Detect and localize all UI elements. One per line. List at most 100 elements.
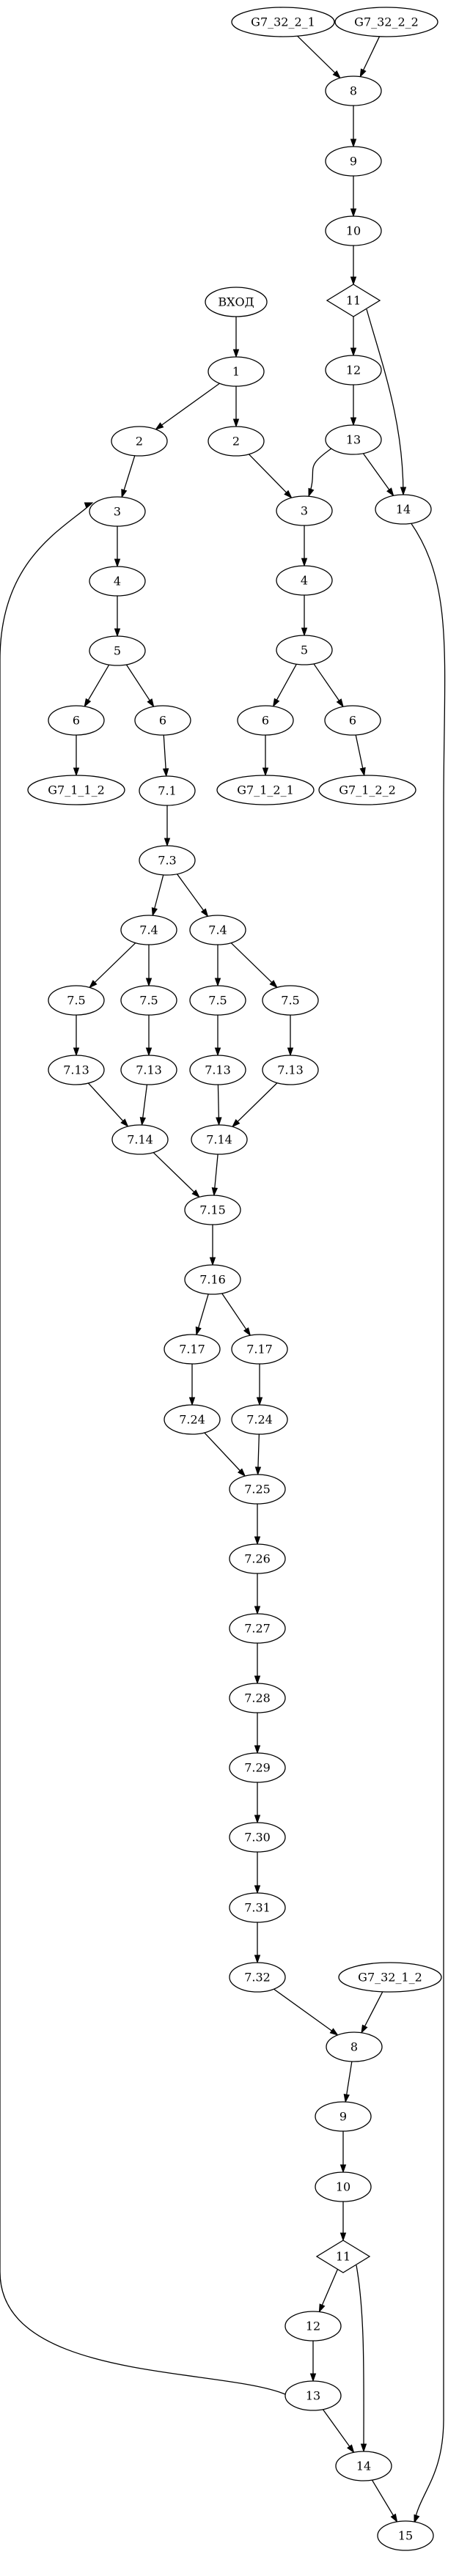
node-ellipse-shape bbox=[231, 7, 335, 37]
node-ellipse-shape bbox=[326, 2031, 383, 2062]
node-ellipse-shape bbox=[208, 426, 265, 457]
node-label: 3 bbox=[114, 505, 121, 519]
node-ellipse-shape bbox=[276, 565, 333, 596]
node-ellipse-shape bbox=[318, 775, 416, 805]
edge-arrowhead bbox=[390, 2513, 398, 2523]
edge-line bbox=[355, 734, 364, 770]
edge-arrowhead bbox=[301, 627, 308, 637]
edge-arrowhead bbox=[195, 1326, 202, 1336]
node-ellipse-shape bbox=[27, 775, 125, 805]
graph-edge bbox=[355, 734, 366, 777]
graph-node: 6 bbox=[134, 705, 191, 736]
node-ellipse-shape bbox=[229, 1474, 286, 1505]
edge-line bbox=[153, 874, 164, 909]
node-label: 7.17 bbox=[246, 1343, 273, 1357]
edge-arrowhead bbox=[254, 1536, 261, 1546]
graph-edge bbox=[155, 383, 220, 430]
graph-edge bbox=[301, 525, 308, 567]
node-ellipse-shape bbox=[89, 496, 146, 527]
node-label: 3 bbox=[301, 504, 308, 518]
node-label: 7.4 bbox=[139, 923, 158, 937]
edge-line bbox=[276, 663, 297, 701]
node-ellipse-shape bbox=[111, 1124, 169, 1155]
graph-node: G7_32_1_2 bbox=[338, 1962, 442, 1993]
graph-edge bbox=[195, 1293, 209, 1336]
edge-arrowhead bbox=[414, 2514, 420, 2524]
node-label: 11 bbox=[346, 294, 361, 308]
edge-arrowhead bbox=[339, 2164, 347, 2174]
node-ellipse-shape bbox=[120, 915, 177, 945]
edge-line bbox=[163, 734, 166, 770]
node-ellipse-shape bbox=[164, 1404, 221, 1435]
edge-arrowhead bbox=[269, 980, 278, 989]
graph-node: 7.4 bbox=[120, 915, 177, 945]
graph-node: 5 bbox=[89, 635, 146, 666]
graph-edge bbox=[287, 1015, 294, 1057]
node-label: 7.13 bbox=[136, 1063, 162, 1077]
node-label: 12 bbox=[306, 2319, 320, 2333]
edge-arrowhead bbox=[114, 628, 121, 638]
edge-arrowhead bbox=[254, 1606, 261, 1615]
edge-arrowhead bbox=[232, 418, 240, 428]
graph-node: 4 bbox=[276, 565, 333, 596]
graph-edge bbox=[73, 1015, 80, 1057]
graph-edge bbox=[362, 453, 394, 497]
edge-arrowhead bbox=[254, 1675, 261, 1685]
node-ellipse-shape bbox=[229, 1822, 286, 1853]
node-label: 12 bbox=[346, 363, 361, 377]
edge-arrowhead bbox=[216, 1117, 222, 1126]
graph-node: 7.17 bbox=[231, 1334, 288, 1365]
graph-edge bbox=[254, 1713, 261, 1754]
node-ellipse-shape bbox=[184, 1195, 241, 1225]
graph-node: G7_32_2_2 bbox=[334, 7, 438, 37]
edge-arrowhead bbox=[256, 1397, 263, 1406]
graph-node: 7.26 bbox=[229, 1543, 286, 1574]
graph-edge bbox=[211, 1154, 219, 1197]
graph-node: 7.14 bbox=[111, 1124, 169, 1155]
node-label: G7_1_1_2 bbox=[48, 783, 105, 797]
graph-node: G7_1_2_2 bbox=[318, 775, 416, 805]
node-ellipse-shape bbox=[48, 985, 105, 1016]
node-ellipse-shape bbox=[325, 215, 382, 246]
graph-edge bbox=[343, 2061, 353, 2103]
edge-line bbox=[313, 663, 340, 702]
edge-arrowhead bbox=[272, 698, 280, 708]
edge-arrowhead bbox=[329, 2028, 339, 2036]
graph-node: 7.1 bbox=[139, 775, 196, 806]
edge-line bbox=[94, 942, 136, 983]
node-ellipse-shape bbox=[335, 2451, 392, 2481]
edge-arrowhead bbox=[214, 978, 221, 987]
node-label: 7.16 bbox=[199, 1273, 226, 1287]
edge-line bbox=[308, 448, 332, 497]
edge-arrowhead bbox=[332, 70, 342, 79]
node-label: 7.5 bbox=[208, 994, 227, 1008]
edge-arrowhead bbox=[350, 276, 357, 286]
edge-arrowhead bbox=[350, 417, 357, 427]
graph-node: 7.4 bbox=[189, 915, 246, 945]
node-ellipse-shape bbox=[375, 494, 432, 525]
graph-node: 10 bbox=[325, 215, 382, 246]
graph-edge bbox=[153, 1152, 200, 1198]
graph-edge bbox=[84, 664, 110, 708]
edge-arrowhead bbox=[209, 1257, 216, 1266]
graph-node: 14 bbox=[335, 2451, 392, 2481]
edge-arrowhead bbox=[164, 838, 171, 847]
node-label: G7_32_2_2 bbox=[354, 15, 419, 29]
edge-arrowhead bbox=[343, 2094, 350, 2103]
node-ellipse-shape bbox=[284, 2380, 342, 2411]
node-ellipse-shape bbox=[315, 2171, 372, 2202]
graph-node: 12 bbox=[325, 355, 382, 385]
edge-arrowhead bbox=[139, 1117, 147, 1126]
graph-node: 5 bbox=[276, 635, 333, 665]
node-ellipse-shape bbox=[208, 356, 265, 387]
node-ellipse-shape bbox=[89, 635, 146, 666]
node-ellipse-shape bbox=[231, 1334, 288, 1365]
edge-arrowhead bbox=[360, 2443, 367, 2453]
graph-node: 13 bbox=[284, 2380, 342, 2411]
node-label: 7.25 bbox=[244, 1483, 271, 1496]
node-label: G7_1_2_1 bbox=[237, 783, 294, 797]
edge-line bbox=[273, 1988, 333, 2032]
node-label: 7.24 bbox=[246, 1413, 273, 1427]
graph-edge bbox=[301, 595, 308, 637]
